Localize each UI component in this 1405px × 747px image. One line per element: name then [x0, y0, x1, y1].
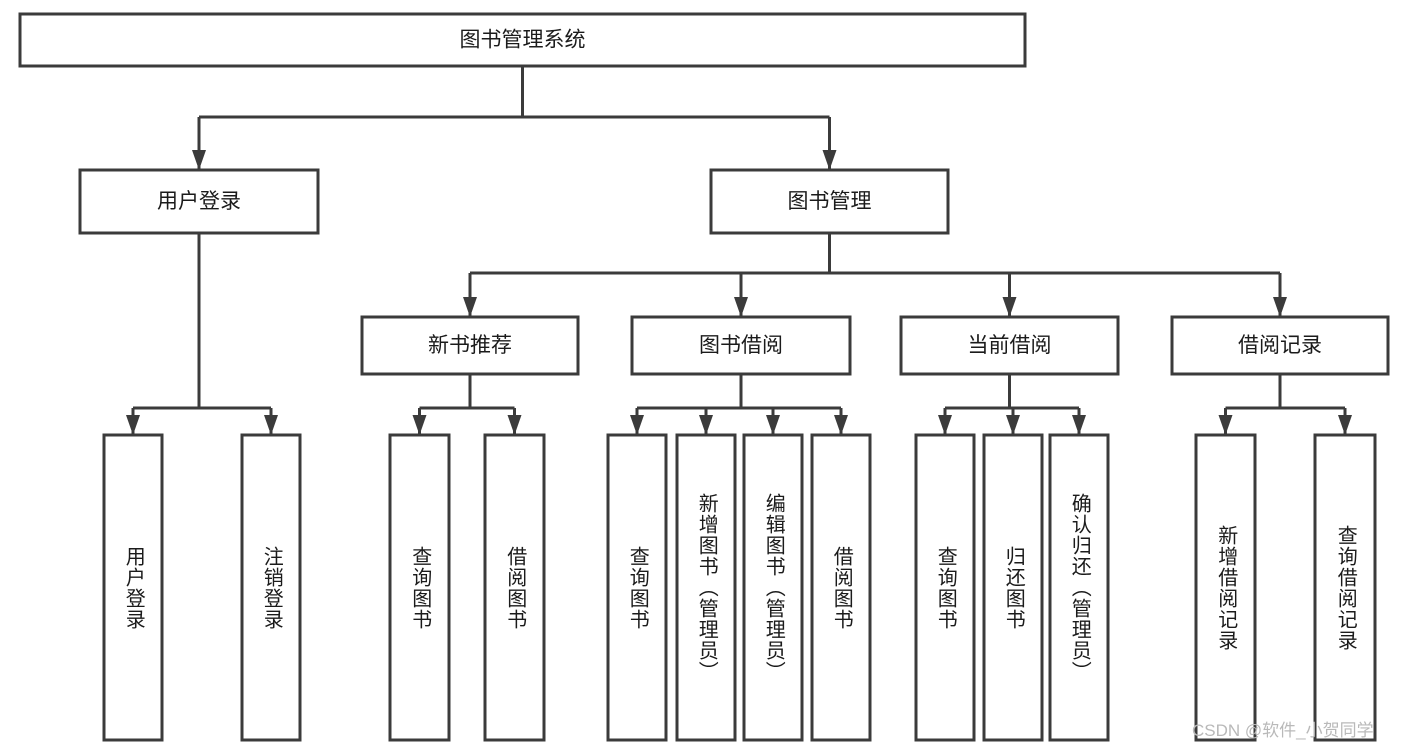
arrowhead-icon-leaf-add-record	[1218, 415, 1233, 435]
node-box-book-borrow[interactable]	[630, 315, 852, 376]
node-box-leaf-edit-book[interactable]	[742, 433, 804, 742]
arrowhead-icon-leaf-edit-book	[766, 415, 780, 435]
node-box-leaf-query-record[interactable]	[1313, 433, 1377, 742]
arrowhead-icon-user-login	[192, 150, 206, 170]
arrowhead-icon-book-borrow	[734, 297, 748, 317]
arrowhead-icon-new-book-rec	[463, 297, 477, 317]
node-box-leaf-query-book-2[interactable]	[606, 433, 668, 742]
arrowhead-icon-leaf-query-book-2	[630, 415, 644, 435]
node-box-new-book-rec[interactable]	[360, 315, 580, 376]
arrowhead-icon-current-borrow	[1002, 297, 1017, 317]
node-box-leaf-add-record[interactable]	[1194, 433, 1257, 742]
node-box-leaf-confirm-return[interactable]	[1048, 433, 1110, 742]
connector-layer	[126, 66, 1352, 435]
node-box-leaf-query-book-1[interactable]	[388, 433, 451, 742]
arrowhead-icon-leaf-logout	[264, 415, 278, 435]
arrowhead-icon-leaf-confirm-return	[1072, 415, 1086, 435]
node-box-leaf-add-book[interactable]	[675, 433, 737, 742]
node-label-new-book-rec: 新书推荐	[428, 334, 512, 357]
arrowhead-icon-book-manage	[822, 150, 837, 170]
node-box-borrow-record[interactable]	[1170, 315, 1390, 376]
arrowhead-icon-leaf-query-book-1	[412, 415, 427, 435]
node-label-book-borrow: 图书借阅	[699, 334, 783, 357]
node-box-leaf-logout[interactable]	[240, 433, 302, 742]
node-box-leaf-return-book[interactable]	[982, 433, 1044, 742]
arrowhead-icon-borrow-record	[1273, 297, 1287, 317]
node-box-leaf-borrow-book-1[interactable]	[483, 433, 546, 742]
arrowhead-icon-leaf-user-login	[126, 415, 140, 435]
arrowhead-icon-leaf-borrow-book-2	[834, 415, 848, 435]
node-label-borrow-record: 借阅记录	[1238, 334, 1322, 357]
node-label-user-login: 用户登录	[157, 190, 241, 213]
node-box-layer	[18, 12, 1390, 742]
arrowhead-icon-leaf-query-record	[1338, 415, 1352, 435]
node-label-root: 图书管理系统	[460, 29, 586, 52]
csdn-watermark: CSDN @软件_小贺同学	[1192, 721, 1374, 740]
arrowhead-icon-leaf-add-book	[699, 415, 713, 435]
node-label-current-borrow: 当前借阅	[968, 334, 1052, 357]
node-box-current-borrow[interactable]	[899, 315, 1120, 376]
arrowhead-icon-leaf-query-book-3	[938, 415, 952, 435]
node-box-leaf-user-login[interactable]	[102, 433, 164, 742]
arrowhead-icon-leaf-borrow-book-1	[507, 415, 522, 435]
node-box-user-login[interactable]	[78, 168, 320, 235]
node-label-book-manage: 图书管理	[788, 190, 872, 213]
node-box-leaf-query-book-3[interactable]	[914, 433, 976, 742]
arrowhead-icon-leaf-return-book	[1006, 415, 1020, 435]
node-box-leaf-borrow-book-2[interactable]	[810, 433, 872, 742]
node-box-book-manage[interactable]	[709, 168, 950, 235]
node-box-root[interactable]	[18, 12, 1027, 68]
